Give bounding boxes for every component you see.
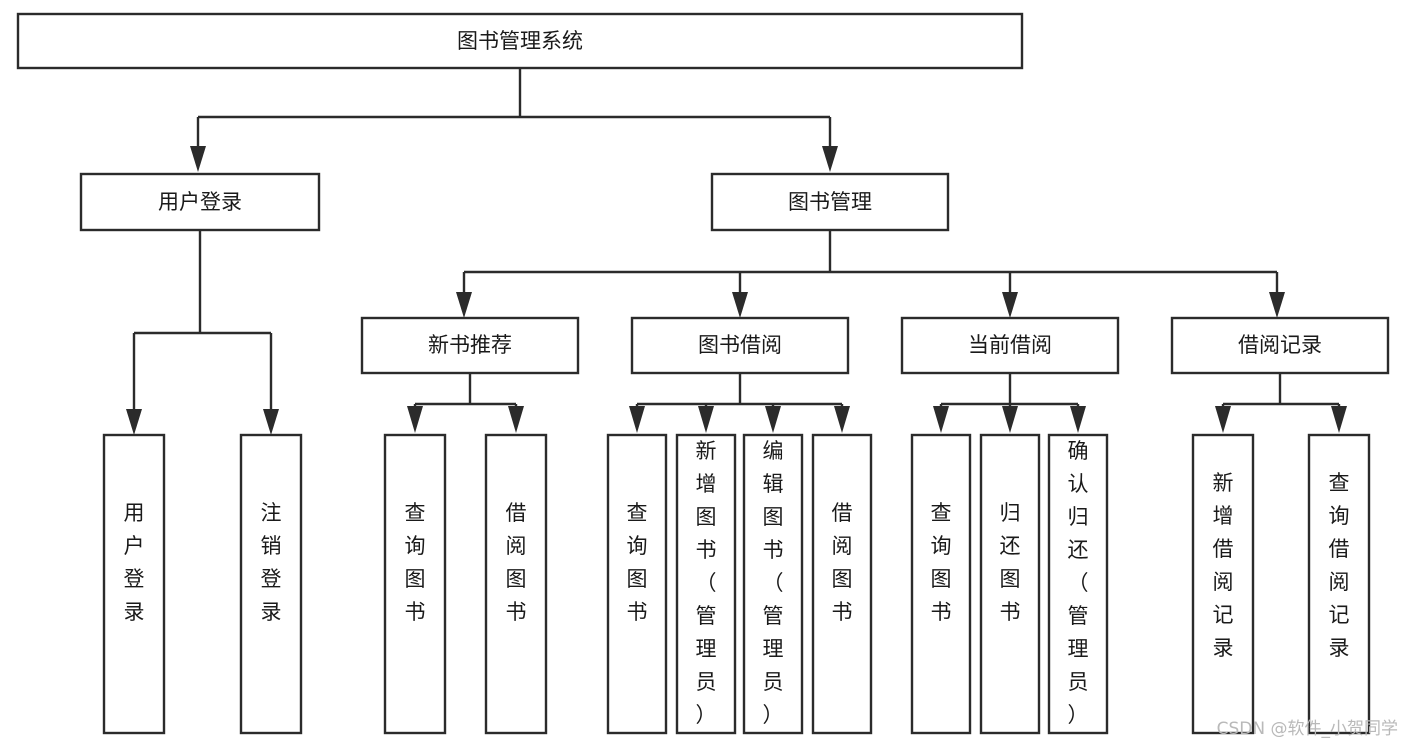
root-label: 图书管理系统 xyxy=(457,29,583,53)
new-book-recommend-box[interactable] xyxy=(360,316,580,375)
node-borrow-record[interactable]: 借阅记录 xyxy=(1170,316,1390,375)
root-box[interactable] xyxy=(16,12,1024,70)
user-login-label: 用户登录 xyxy=(158,190,242,214)
connector-new-book-recommend-to-leaves xyxy=(407,373,524,433)
arrow-level3-1-icon xyxy=(732,292,748,318)
arrow-to-book-manage-icon xyxy=(822,146,838,172)
arrow-cb-leaf-2-icon xyxy=(1070,406,1086,433)
arrow-level3-2-icon xyxy=(1002,292,1018,318)
node-current-borrow[interactable]: 当前借阅 xyxy=(900,316,1120,375)
arrow-to-user-login-icon xyxy=(190,146,206,172)
arrow-level3-3-icon xyxy=(1269,292,1285,318)
arrow-user-login-leaf-0-icon xyxy=(126,409,142,435)
borrow-record-label: 借阅记录 xyxy=(1238,333,1322,357)
arrow-level3-0-icon xyxy=(456,292,472,318)
book-manage-label: 图书管理 xyxy=(788,190,872,214)
leaf-node-user-logout[interactable]: 注销登录 xyxy=(239,433,303,735)
borrow-record-box[interactable] xyxy=(1170,316,1390,375)
node-root[interactable]: 图书管理系统 xyxy=(16,12,1024,70)
arrow-bb-leaf-2-icon xyxy=(765,406,781,433)
new-book-recommend-label: 新书推荐 xyxy=(428,333,512,357)
leaf-node-edit-book[interactable]: 编辑图书（管理员） xyxy=(742,433,804,735)
leaf-query-book-1-label: 查询图书 xyxy=(405,501,426,624)
connector-current-borrow-to-leaves xyxy=(933,373,1086,433)
leaf-return-book-label: 归还图书 xyxy=(1000,501,1021,624)
leaf-user-logout-box[interactable] xyxy=(239,433,303,735)
arrow-user-login-leaf-1-icon xyxy=(263,409,279,435)
leaf-query-book-3-box[interactable] xyxy=(910,433,972,735)
watermark-label: CSDN @软件_小贺同学 xyxy=(1217,719,1398,739)
leaf-node-add-book[interactable]: 新增图书（管理员） xyxy=(675,433,737,735)
arrow-bb-leaf-0-icon xyxy=(629,406,645,433)
leaf-borrow-book-2-label: 借阅图书 xyxy=(832,501,853,624)
leaf-return-book-box[interactable] xyxy=(979,433,1041,735)
connector-book-manage-to-level3 xyxy=(456,230,1285,318)
leaf-node-query-book-1[interactable]: 查询图书 xyxy=(383,433,447,735)
connector-user-login-to-leaves xyxy=(126,230,279,435)
node-new-book-recommend[interactable]: 新书推荐 xyxy=(360,316,580,375)
current-borrow-box[interactable] xyxy=(900,316,1120,375)
arrow-cb-leaf-0-icon xyxy=(933,406,949,433)
leaf-user-login-box[interactable] xyxy=(102,433,166,735)
leaf-node-query-book-3[interactable]: 查询图书 xyxy=(910,433,972,735)
leaf-confirm-return-box[interactable] xyxy=(1047,433,1109,735)
arrow-bb-leaf-1-icon xyxy=(698,406,714,433)
current-borrow-label: 当前借阅 xyxy=(968,333,1052,357)
leaf-node-confirm-return[interactable]: 确认归还（管理员） xyxy=(1047,433,1109,735)
node-user-login[interactable]: 用户登录 xyxy=(79,172,321,232)
leaf-user-login-label: 用户登录 xyxy=(124,501,145,624)
book-borrow-label: 图书借阅 xyxy=(698,333,782,357)
connector-book-borrow-to-leaves xyxy=(629,373,850,433)
leaf-query-record-box[interactable] xyxy=(1307,433,1371,735)
leaf-add-book-box[interactable] xyxy=(675,433,737,735)
leaf-confirm-return-label: 确认归还（管理员） xyxy=(1068,439,1089,727)
leaf-node-return-book[interactable]: 归还图书 xyxy=(979,433,1041,735)
leaf-borrow-book-1-label: 借阅图书 xyxy=(506,501,527,624)
leaf-node-add-record[interactable]: 新增借阅记录 xyxy=(1191,433,1255,735)
leaf-edit-book-label: 编辑图书（管理员） xyxy=(763,439,784,727)
connector-root-to-level2 xyxy=(190,68,838,172)
connector-borrow-record-to-leaves xyxy=(1215,373,1347,433)
leaf-borrow-book-1-box[interactable] xyxy=(484,433,548,735)
arrow-br-leaf-1-icon xyxy=(1331,406,1347,433)
arrow-nbr-leaf-0-icon xyxy=(407,406,423,433)
leaf-node-query-book-2[interactable]: 查询图书 xyxy=(606,433,668,735)
arrow-nbr-leaf-1-icon xyxy=(508,406,524,433)
leaf-query-book-3-label: 查询图书 xyxy=(931,501,952,624)
book-borrow-box[interactable] xyxy=(630,316,850,375)
arrow-bb-leaf-3-icon xyxy=(834,406,850,433)
leaf-add-book-label: 新增图书（管理员） xyxy=(696,439,717,727)
leaf-node-query-record[interactable]: 查询借阅记录 xyxy=(1307,433,1371,735)
leaf-user-logout-label: 注销登录 xyxy=(261,501,282,624)
arrow-cb-leaf-1-icon xyxy=(1002,406,1018,433)
leaf-add-record-label: 新增借阅记录 xyxy=(1213,471,1234,660)
leaf-node-user-login[interactable]: 用户登录 xyxy=(102,433,166,735)
leaf-edit-book-box[interactable] xyxy=(742,433,804,735)
leaf-add-record-box[interactable] xyxy=(1191,433,1255,735)
leaf-node-borrow-book-2[interactable]: 借阅图书 xyxy=(811,433,873,735)
leaf-node-borrow-book-1[interactable]: 借阅图书 xyxy=(484,433,548,735)
leaf-query-book-2-label: 查询图书 xyxy=(627,501,648,624)
leaf-borrow-book-2-box[interactable] xyxy=(811,433,873,735)
leaf-query-book-2-box[interactable] xyxy=(606,433,668,735)
book-manage-box[interactable] xyxy=(710,172,950,232)
leaf-query-book-1-box[interactable] xyxy=(383,433,447,735)
arrow-br-leaf-0-icon xyxy=(1215,406,1231,433)
node-book-borrow[interactable]: 图书借阅 xyxy=(630,316,850,375)
node-book-manage[interactable]: 图书管理 xyxy=(710,172,950,232)
leaf-query-record-label: 查询借阅记录 xyxy=(1329,471,1350,660)
